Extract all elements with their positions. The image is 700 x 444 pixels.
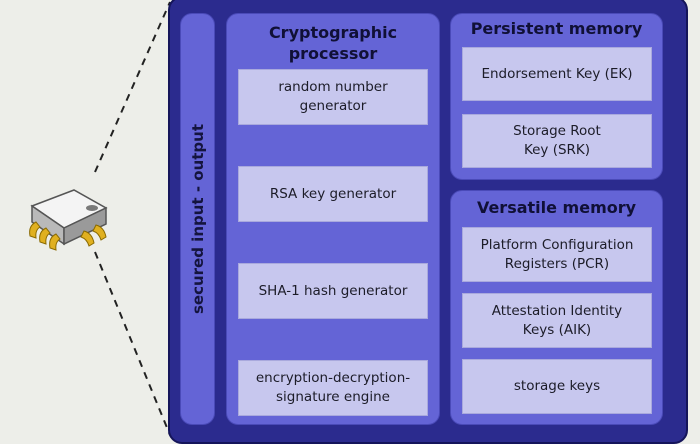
rsa-key-generator-box: RSA key generator	[238, 166, 428, 222]
endorsement-key-box: Endorsement Key (EK)	[462, 47, 652, 101]
persistent-memory-panel: Persistent memory Endorsement Key (EK) S…	[450, 13, 663, 180]
random-number-generator-box: random number generator	[238, 69, 428, 125]
encryption-signature-engine-box: encryption-decryption- signature engine	[238, 360, 428, 416]
persistent-memory-title: Persistent memory	[470, 19, 643, 38]
sha1-hash-generator-box: SHA-1 hash generator	[238, 263, 428, 319]
pcr-box: Platform Configuration Registers (PCR)	[462, 227, 652, 282]
versatile-memory-title: Versatile memory	[476, 198, 637, 217]
microchip-icon	[29, 189, 108, 251]
cryptographic-processor-title: Cryptographic processor	[268, 23, 398, 63]
storage-keys-box: storage keys	[462, 359, 652, 414]
secured-io-label: secured input - output	[188, 123, 207, 315]
aik-box: Attestation Identity Keys (AIK)	[462, 293, 652, 348]
versatile-memory-panel: Versatile memory Platform Configuration …	[450, 190, 663, 425]
cryptographic-processor-panel: Cryptographic processor random number ge…	[226, 13, 440, 425]
secured-io-bar: secured input - output	[180, 13, 215, 425]
storage-root-key-box: Storage Root Key (SRK)	[462, 114, 652, 168]
